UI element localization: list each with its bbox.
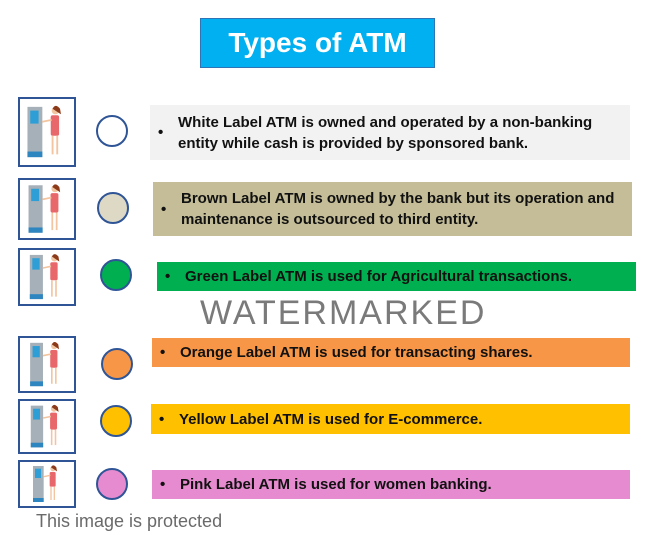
atm-type-description: • Yellow Label ATM is used for E-commerc… — [151, 404, 630, 434]
bullet: • — [165, 268, 171, 285]
description-text: Brown Label ATM is owned by the bank but… — [181, 190, 615, 228]
atm-type-description: • Green Label ATM is used for Agricultur… — [157, 262, 636, 291]
atm-type-description: • Orange Label ATM is used for transacti… — [152, 338, 630, 367]
bullet: • — [160, 476, 166, 493]
title-banner: Types of ATM — [200, 18, 435, 68]
atm-illustration — [18, 336, 76, 393]
color-swatch-circle — [100, 405, 132, 437]
color-swatch-circle — [96, 115, 128, 147]
bullet: • — [158, 124, 164, 141]
watermark: WATERMARKED — [200, 294, 487, 332]
color-swatch-circle — [101, 348, 133, 380]
atm-illustration — [18, 460, 76, 508]
protected-note: This image is protected — [36, 511, 223, 531]
description-text: Pink Label ATM is used for women banking… — [180, 476, 492, 493]
bullet: • — [161, 200, 167, 218]
bullet: • — [160, 344, 166, 361]
description-text: Orange Label ATM is used for transacting… — [180, 344, 533, 361]
atm-type-description: • Brown Label ATM is owned by the bank b… — [153, 182, 632, 236]
color-swatch-circle — [97, 192, 129, 224]
description-text: Green Label ATM is used for Agricultural… — [185, 268, 573, 285]
color-swatch-circle — [100, 259, 132, 291]
atm-type-description: • Pink Label ATM is used for women banki… — [152, 470, 630, 499]
atm-type-description: • White Label ATM is owned and operated … — [150, 105, 630, 160]
color-swatch-circle — [96, 468, 128, 500]
atm-illustration — [18, 248, 76, 306]
atm-illustration — [18, 178, 76, 240]
bullet: • — [159, 410, 165, 428]
description-text: Yellow Label ATM is used for E-commerce. — [179, 410, 483, 428]
description-text: White Label ATM is owned and operated by… — [178, 113, 593, 152]
atm-illustration — [18, 399, 76, 454]
atm-illustration — [18, 97, 76, 167]
